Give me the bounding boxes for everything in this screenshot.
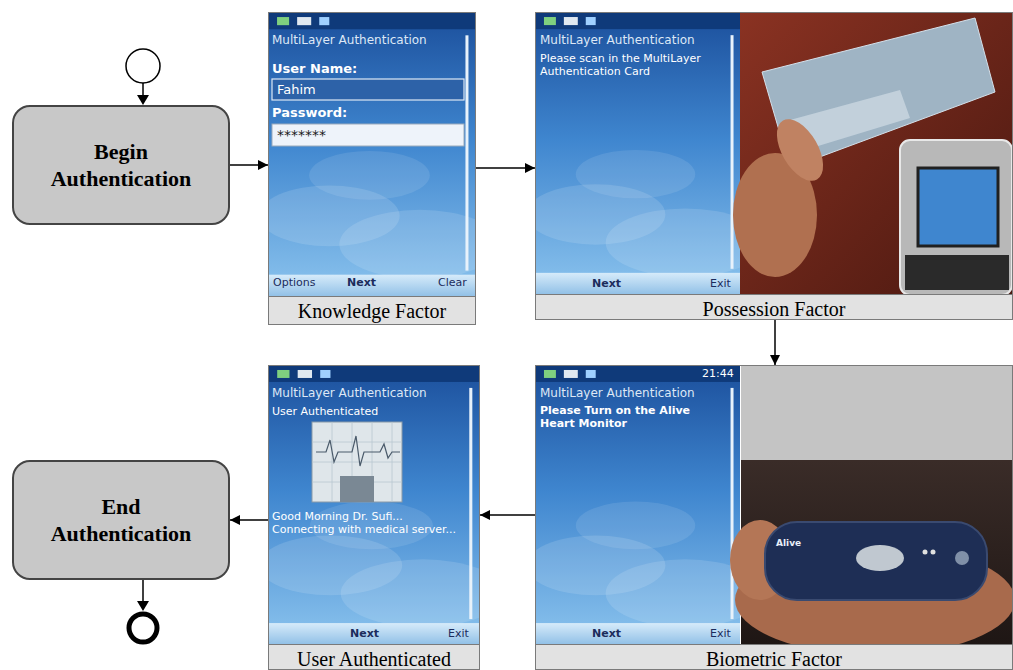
screen-message: Please scan in the MultiLayer Authentica… [540,52,725,78]
phone-screen [259,13,500,297]
softkey: Exit [448,627,469,640]
panel-caption: Biometric Factor [536,644,1012,669]
phone-screen [526,366,765,645]
phone-screen [259,366,505,645]
screenshot-panel: Knowledge Factor [268,12,476,325]
end-circle [129,614,157,642]
end-box: End Authentication [12,460,230,580]
screen-title: MultiLayer Authentication [272,33,427,47]
flow-arrow [774,320,776,365]
flow-line [142,83,144,96]
softkey: Options [273,276,315,289]
monitor-switch [955,551,969,565]
screen-title: MultiLayer Authentication [540,386,695,400]
softkey: Next [347,276,376,289]
softkey: Next [592,277,621,290]
phone-photo [900,140,1012,295]
box-label: End Authentication [36,493,206,548]
ecg-trace [316,436,400,466]
flow-line [142,580,144,602]
device-logo: Alive [776,538,801,549]
panel-caption: User Authenticated [269,644,479,669]
screenshot-panel: Possession Factor [535,12,1013,320]
heart-monitor [765,522,987,600]
monitor-button [856,545,904,571]
screen-message: Please Turn on the Alive Heart Monitor [540,404,725,430]
field-value: ******* [277,127,326,144]
input-field [272,79,464,100]
panel-caption: Possession Factor [536,294,1012,319]
start-circle [126,49,160,83]
field-value: Fahim [277,82,316,98]
phone-photo-screen [918,168,998,246]
softkey: Next [350,627,379,640]
screen-title: MultiLayer Authentication [272,386,427,400]
softkey: Exit [710,627,731,640]
softkey: Exit [710,277,731,290]
flow-arrow [230,164,268,166]
panel-caption: Knowledge Factor [269,296,475,324]
softkey: Clear [438,276,467,289]
input-field [272,124,464,146]
start-box: Begin Authentication [12,105,230,225]
flow-arrow [230,519,268,521]
gray-fill [741,366,1012,460]
phone-photo-keys [905,255,1009,290]
softkey: Next [592,627,621,640]
flow-arrow [480,514,535,516]
status-time: 21:44 [702,367,734,380]
screenshot-panel: User Authenticated [268,365,480,670]
screen-message: User Authenticated [272,405,378,418]
ecg-figure [340,476,374,502]
field-label: User Name: [272,61,357,77]
monitor-led [931,550,936,555]
phone-screen [526,13,765,295]
arrow-head [137,601,149,611]
box-label: Begin Authentication [36,138,206,193]
field-label: Password: [272,105,347,121]
arrow-head [137,95,149,105]
ecg-image [312,422,402,502]
screenshot-panel: Biometric Factor [535,365,1013,670]
monitor-led [923,550,928,555]
thumb [767,112,832,189]
screen-message: Good Morning Dr. Sufi... Connecting with… [272,510,468,536]
screen-title: MultiLayer Authentication [540,33,695,47]
flow-arrow [476,167,535,169]
ecg-grid [312,422,402,502]
